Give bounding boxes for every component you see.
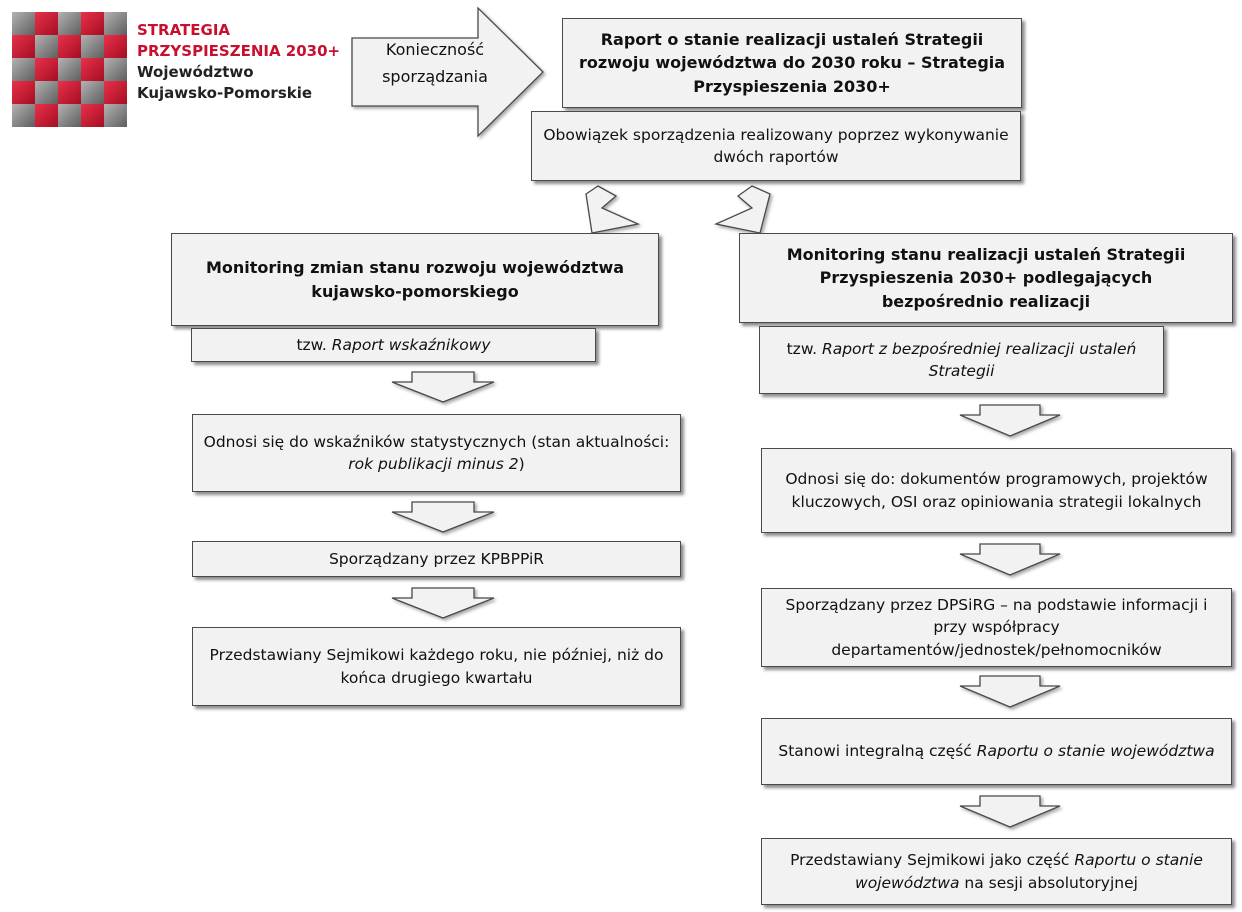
down-arrow-right-1 bbox=[959, 404, 1061, 437]
logo-cell bbox=[58, 81, 81, 104]
left-step-2-box: Sporządzany przez KPBPPiR bbox=[192, 541, 681, 577]
logo-cell bbox=[58, 58, 81, 81]
logo-line-3: Województwo bbox=[137, 63, 254, 81]
diagonal-arrow-left bbox=[585, 185, 641, 234]
left-report-name: tzw. Raport wskaźnikowy bbox=[296, 334, 490, 356]
logo-cell bbox=[104, 104, 127, 127]
left-step-1-a: Odnosi się do wskaźników statystycznych … bbox=[203, 432, 670, 451]
right-report-name-box: tzw. Raport z bezpośredniej realizacji u… bbox=[759, 326, 1164, 394]
right-title-box: Monitoring stanu realizacji ustaleń Stra… bbox=[739, 233, 1233, 323]
right-step-3-a: Stanowi integralną część bbox=[778, 742, 977, 761]
left-step-1-italic: rok publikacji minus 2 bbox=[348, 455, 519, 473]
right-report-name-italic: Raport z bezpośredniej realizacji ustale… bbox=[821, 339, 1137, 380]
logo-line-4: Kujawsko-Pomorskie bbox=[137, 84, 313, 102]
right-step-3-italic: Raportu o stanie województwa bbox=[976, 742, 1215, 761]
right-step-1-box: Odnosi się do: dokumentów programowych, … bbox=[761, 448, 1232, 533]
logo-cell bbox=[81, 58, 104, 81]
left-step-3-box: Przedstawiany Sejmikowi każdego roku, ni… bbox=[192, 627, 681, 706]
down-arrow-right-2 bbox=[959, 543, 1061, 576]
left-report-name-prefix: tzw. bbox=[296, 335, 332, 354]
right-step-4-italic: Raportu o stanie województwa bbox=[855, 851, 1203, 892]
left-step-1-box: Odnosi się do wskaźników statystycznych … bbox=[192, 414, 681, 492]
logo-cell bbox=[58, 12, 81, 35]
left-step-3-text: Przedstawiany Sejmikowi każdego roku, ni… bbox=[209, 646, 664, 687]
right-step-4-a: Przedstawiany Sejmikowi jako część bbox=[790, 851, 1075, 870]
logo-cell bbox=[81, 104, 104, 127]
logo-cell bbox=[12, 104, 35, 127]
right-step-3-text: Stanowi integralną część Raportu o stani… bbox=[778, 740, 1214, 762]
logo-checker-icon bbox=[12, 12, 127, 127]
logo-cell bbox=[81, 81, 104, 104]
logo-line-1: STRATEGIA bbox=[137, 21, 231, 39]
logo-cell bbox=[81, 12, 104, 35]
logo-line-2: PRZYSPIESZENIA 2030+ bbox=[137, 42, 341, 60]
logo-cell bbox=[81, 35, 104, 58]
right-step-2-text: Sporządzany przez DPSiRG – na podstawie … bbox=[785, 595, 1208, 659]
right-step-2-box: Sporządzany przez DPSiRG – na podstawie … bbox=[761, 588, 1232, 667]
logo-cell bbox=[12, 58, 35, 81]
down-arrow-left-2 bbox=[391, 501, 495, 533]
logo-cell bbox=[35, 35, 58, 58]
logo-cell bbox=[12, 35, 35, 58]
down-arrow-right-3 bbox=[959, 675, 1061, 708]
right-title-text: Monitoring stanu realizacji ustaleń Stra… bbox=[786, 245, 1186, 311]
logo-cell bbox=[104, 58, 127, 81]
logo-text: STRATEGIA PRZYSPIESZENIA 2030+ Województ… bbox=[137, 20, 340, 104]
top-report-title: Raport o stanie realizacji ustaleń Strat… bbox=[578, 30, 1006, 96]
down-arrow-left-1 bbox=[391, 371, 495, 403]
down-arrow-left-3 bbox=[391, 587, 495, 619]
logo-cell bbox=[58, 104, 81, 127]
down-arrow-right-4 bbox=[959, 795, 1061, 828]
arrow-label: Konieczność sporządzania bbox=[360, 36, 510, 90]
logo-cell bbox=[58, 35, 81, 58]
obligation-text: Obowiązek sporządzenia realizowany poprz… bbox=[543, 125, 1009, 166]
left-report-name-box: tzw. Raport wskaźnikowy bbox=[191, 328, 596, 362]
logo-cell bbox=[104, 35, 127, 58]
diagonal-arrow-right bbox=[713, 185, 771, 234]
right-report-name-prefix: tzw. bbox=[786, 339, 822, 358]
logo-cell bbox=[104, 12, 127, 35]
right-step-4-text: Przedstawiany Sejmikowi jako część Rapor… bbox=[770, 849, 1223, 894]
logo-cell bbox=[12, 81, 35, 104]
logo-cell bbox=[35, 12, 58, 35]
left-step-1-b: ) bbox=[518, 455, 525, 473]
right-step-4-box: Przedstawiany Sejmikowi jako część Rapor… bbox=[761, 838, 1232, 905]
logo-cell bbox=[35, 81, 58, 104]
left-report-name-italic: Raport wskaźnikowy bbox=[331, 335, 491, 354]
left-title-text: Monitoring zmian stanu rozwoju województ… bbox=[205, 258, 625, 301]
logo-cell bbox=[12, 12, 35, 35]
logo-cell bbox=[35, 58, 58, 81]
logo-cell bbox=[104, 81, 127, 104]
right-step-4-b: na sesji absolutoryjnej bbox=[959, 873, 1138, 892]
right-step-3-box: Stanowi integralną część Raportu o stani… bbox=[761, 718, 1232, 785]
arrow-label-line-2: sporządzania bbox=[382, 67, 488, 86]
left-step-2-text: Sporządzany przez KPBPPiR bbox=[328, 549, 545, 568]
left-title-box: Monitoring zmian stanu rozwoju województ… bbox=[171, 233, 659, 326]
right-report-name: tzw. Raport z bezpośredniej realizacji u… bbox=[768, 338, 1155, 383]
logo-cell bbox=[35, 104, 58, 127]
arrow-label-line-1: Konieczność bbox=[385, 40, 485, 59]
big-right-arrow bbox=[351, 6, 544, 138]
right-step-1-text: Odnosi się do: dokumentów programowych, … bbox=[785, 470, 1208, 511]
obligation-box: Obowiązek sporządzenia realizowany poprz… bbox=[531, 111, 1021, 181]
top-report-box: Raport o stanie realizacji ustaleń Strat… bbox=[562, 18, 1022, 108]
left-step-1-text: Odnosi się do wskaźników statystycznych … bbox=[201, 431, 672, 476]
